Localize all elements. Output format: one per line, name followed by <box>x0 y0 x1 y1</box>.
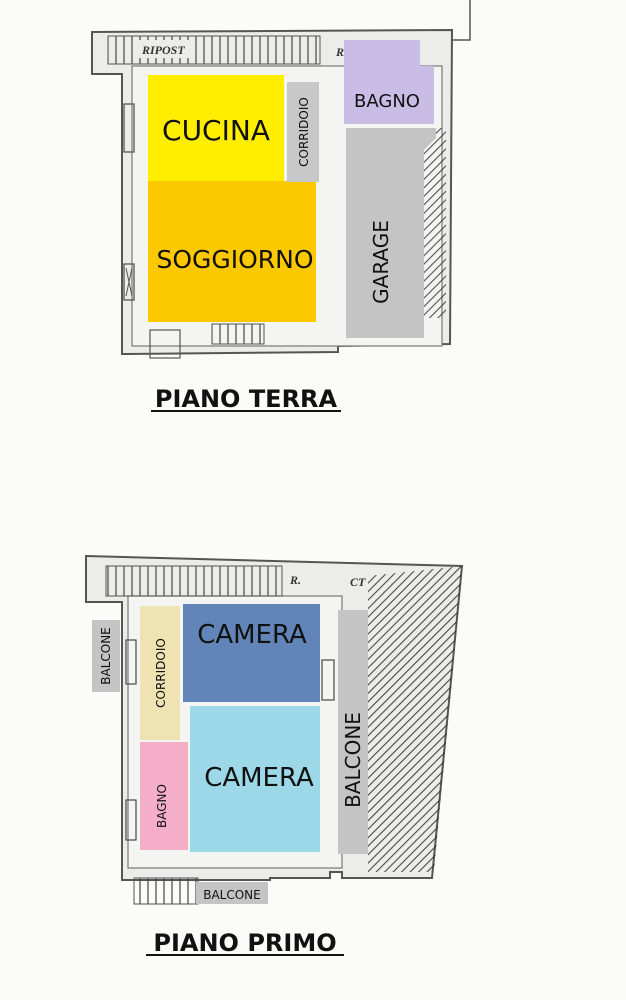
room-garage-label: GARAGE <box>369 220 393 304</box>
room-garage <box>346 128 436 338</box>
first-floor-hatched-terrace <box>368 566 462 872</box>
room-camera-top-label: CAMERA <box>197 620 307 650</box>
ripost-mark: RIPOST <box>141 43 185 57</box>
ct-mark: CT <box>350 575 366 589</box>
room-corridoio-first-label: CORRIDOIO <box>154 638 168 708</box>
room-bagno-first-label: BAGNO <box>155 784 169 828</box>
first-window-right <box>321 659 335 701</box>
room-camera-bottom-label: CAMERA <box>204 763 314 793</box>
room-corridoio-ground <box>287 82 319 182</box>
room-soggiorno-label: SOGGIORNO <box>156 245 313 274</box>
ground-steps-bottom <box>211 323 265 345</box>
room-camera-bottom <box>190 706 320 852</box>
room-corridoio-ground-label: CORRIDOIO <box>297 97 311 167</box>
room-cucina-label: CUCINA <box>162 114 270 147</box>
ground-window-left-top <box>123 103 135 153</box>
first-floor-title: PIANO PRIMO <box>153 929 336 957</box>
room-camera-top <box>183 604 320 702</box>
ground-window-cross <box>125 267 133 297</box>
balcone-bottom-label: BALCONE <box>203 888 261 902</box>
room-bagno-ground <box>344 40 434 124</box>
balcone-left-label: BALCONE <box>99 627 113 685</box>
first-floor-stair-band <box>105 565 283 597</box>
ground-floor-right-hatch <box>424 128 446 318</box>
ground-window-left-bottom <box>123 263 135 301</box>
first-floor-plan: R. CT CAMERA CAMERA CORRIDOIO BAGNO BALC… <box>85 554 464 957</box>
room-bagno-first <box>140 742 188 850</box>
ground-floor-plan: RIPOST RIP. CUCINA SOGGIORNO CORRIDOIO B… <box>91 0 471 413</box>
room-bagno-ground-label: BAGNO <box>354 91 420 112</box>
balcone-left <box>92 620 120 692</box>
room-soggiorno <box>148 181 316 322</box>
room-cucina <box>148 75 284 181</box>
balcone-bottom <box>196 882 268 904</box>
first-floor-bottom-stair <box>133 877 199 905</box>
room-corridoio-first <box>140 606 180 740</box>
balcone-right-label: BALCONE <box>341 712 365 808</box>
ripost-label-bg <box>138 40 194 58</box>
balcone-right <box>338 610 368 854</box>
ground-steps-left <box>149 329 181 359</box>
ground-floor-title: PIANO TERRA <box>155 385 338 413</box>
first-window-left-top <box>125 639 137 685</box>
r-mark: R. <box>289 573 301 587</box>
first-window-left-bottom <box>125 799 137 841</box>
